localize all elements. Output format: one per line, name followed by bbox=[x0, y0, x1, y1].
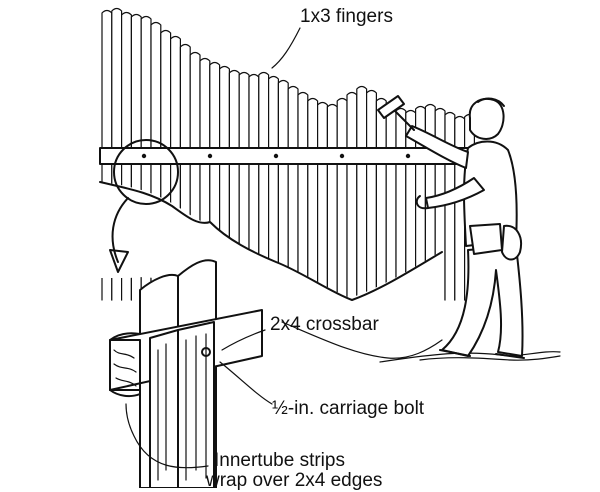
fence-finger bbox=[356, 85, 368, 301]
fence-finger bbox=[385, 103, 397, 301]
carpenter-figure bbox=[377, 95, 525, 359]
fence-finger bbox=[346, 91, 358, 301]
fence-finger bbox=[307, 97, 319, 301]
fence-finger bbox=[444, 111, 456, 301]
label-innertube-1: Innertube strips bbox=[214, 450, 345, 471]
fence-finger bbox=[297, 91, 309, 301]
fence-finger bbox=[326, 103, 338, 301]
fence-finger bbox=[287, 85, 299, 301]
fence-finger bbox=[317, 101, 328, 301]
fence-finger bbox=[375, 97, 387, 301]
label-bolt: ½-in. carriage bolt bbox=[272, 398, 425, 419]
crossbar-bolt bbox=[273, 153, 279, 159]
detail-arrow bbox=[111, 197, 129, 263]
detail-circle bbox=[113, 139, 179, 205]
leader-innertube bbox=[125, 403, 209, 469]
fence-finger bbox=[238, 71, 250, 301]
fence-finger bbox=[366, 89, 377, 301]
leader-bolt bbox=[219, 361, 273, 405]
label-innertube-2: wrap over 2x4 edges bbox=[206, 470, 383, 491]
cutaway-edge bbox=[99, 181, 443, 301]
label-crossbar: 2x4 crossbar bbox=[270, 314, 379, 335]
fence-finger bbox=[454, 115, 466, 301]
fence-finger bbox=[277, 79, 289, 301]
fence-finger bbox=[268, 75, 279, 301]
detail-arrowhead bbox=[109, 249, 129, 273]
crossbar-bolts bbox=[141, 153, 411, 159]
fence-finger bbox=[395, 107, 407, 301]
ground-line bbox=[281, 321, 561, 363]
cutaway-region bbox=[100, 182, 440, 360]
crossbar bbox=[99, 147, 479, 165]
crossbar-bolt bbox=[207, 153, 213, 159]
detail-closeup bbox=[109, 259, 263, 488]
ground-under-figure bbox=[419, 355, 561, 361]
crossbar-bolt bbox=[405, 153, 411, 159]
fence-finger bbox=[336, 97, 348, 301]
crossbar-bolt bbox=[339, 153, 345, 159]
fence-finger bbox=[258, 71, 270, 301]
leader-crossbar bbox=[221, 329, 266, 351]
label-fingers: 1x3 fingers bbox=[300, 6, 393, 27]
crossbar-bolt bbox=[141, 153, 147, 159]
leader-fingers bbox=[271, 27, 301, 69]
